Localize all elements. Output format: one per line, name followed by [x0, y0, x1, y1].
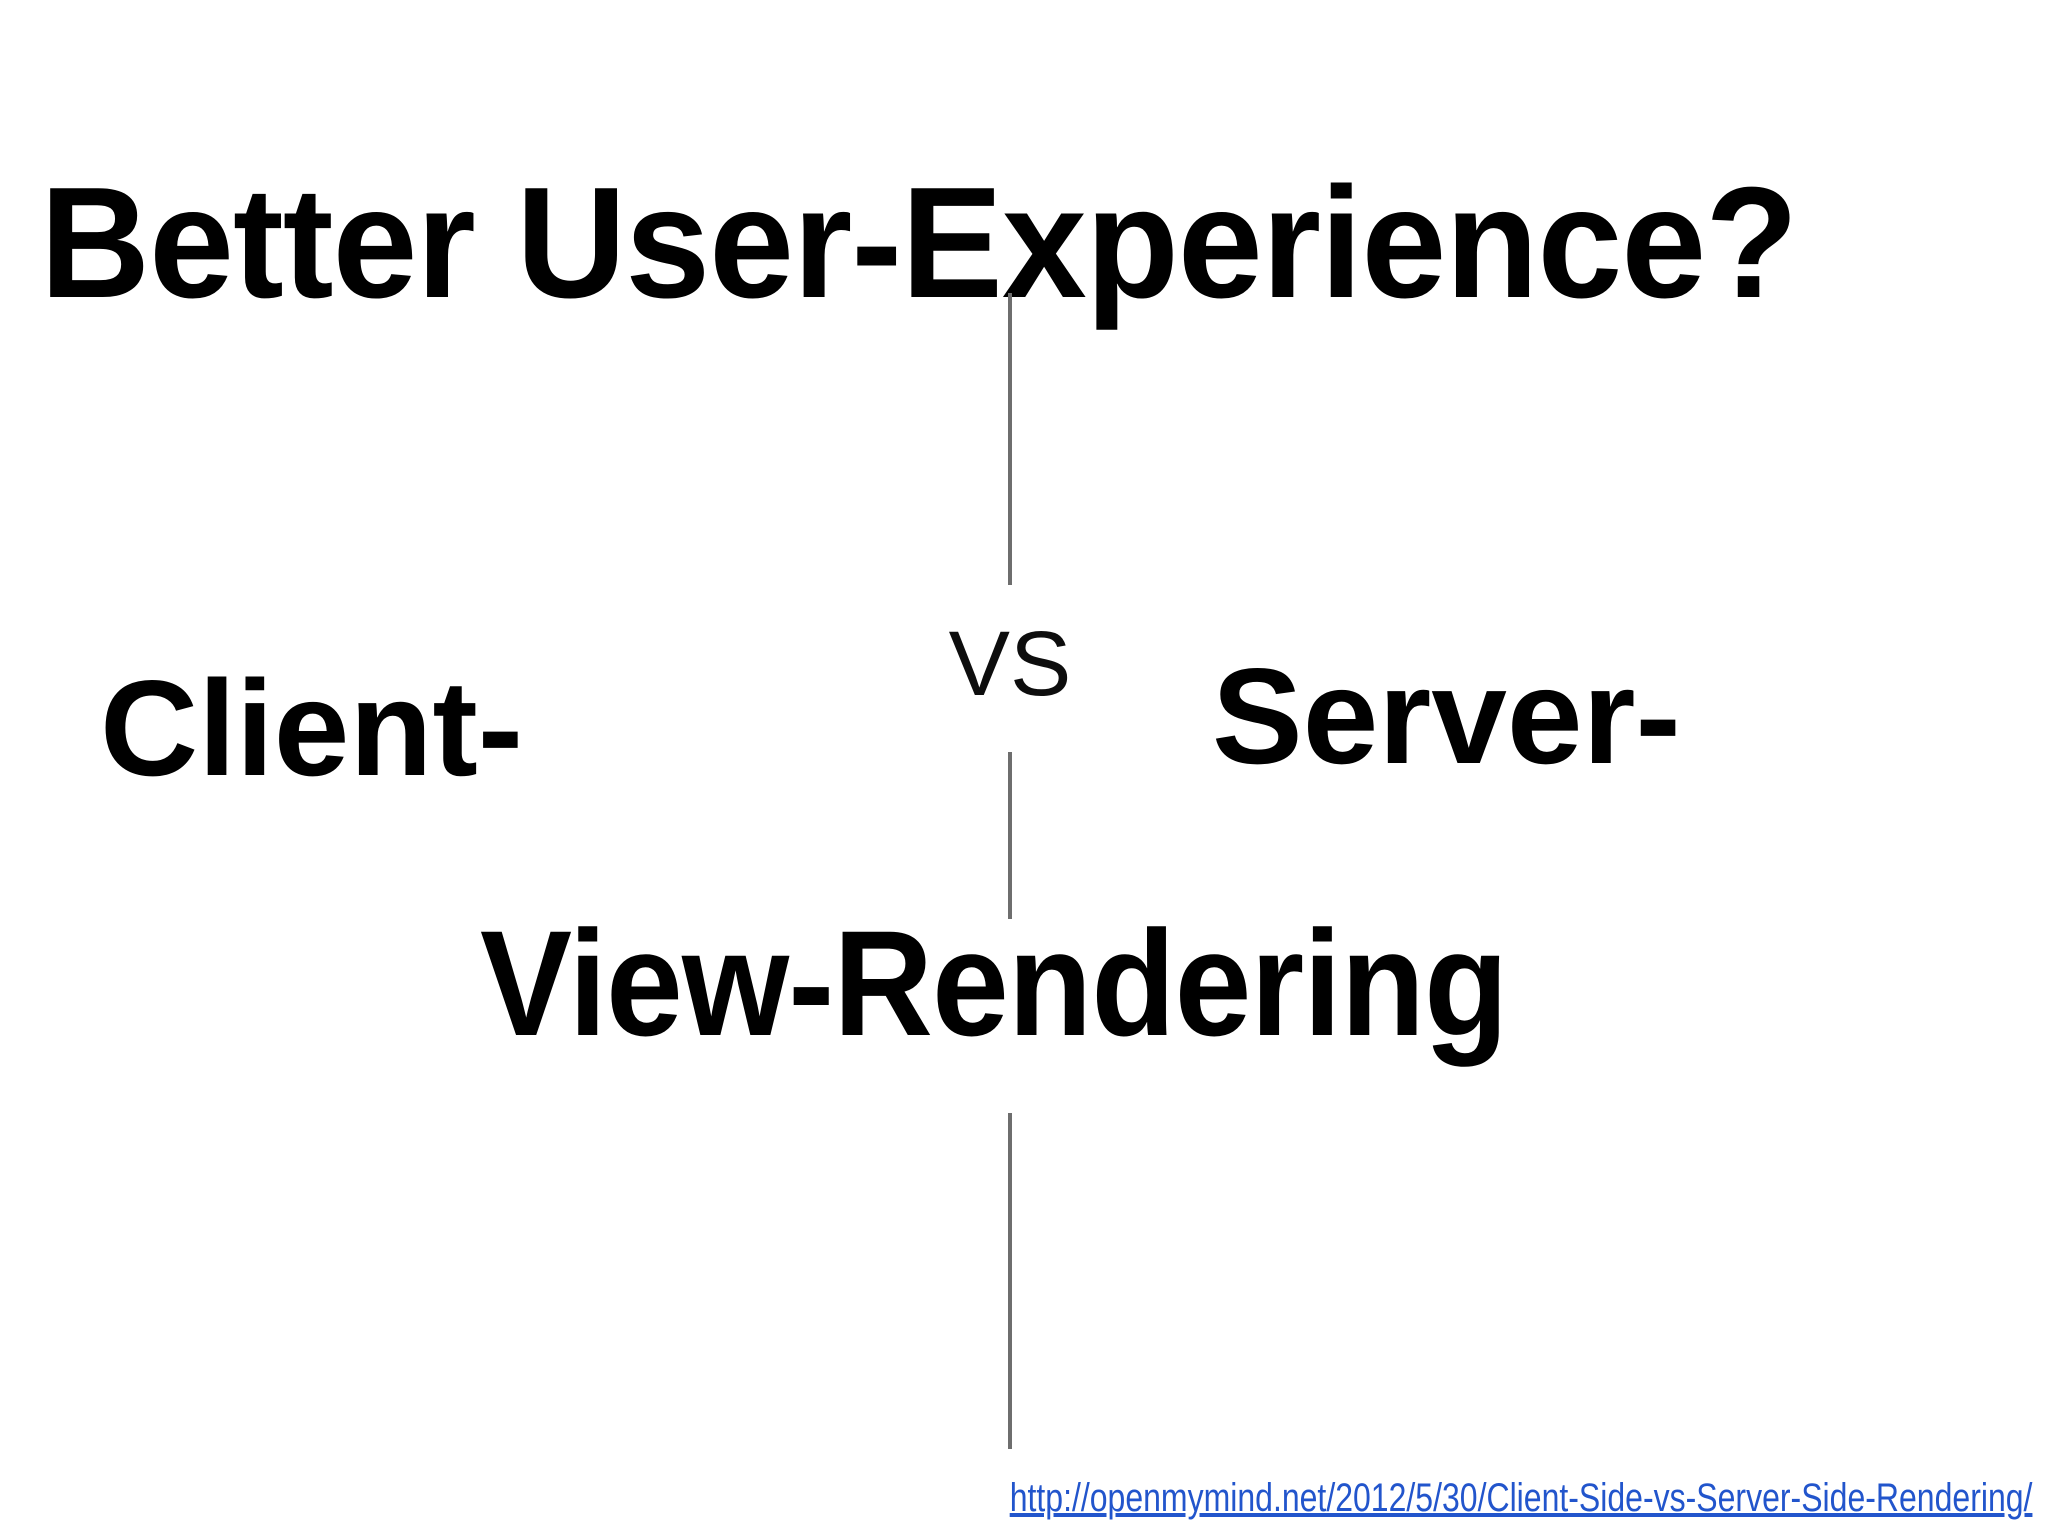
versus-label: VS: [948, 613, 1072, 715]
source-url-link[interactable]: http://openmymind.net/2012/5/30/Client-S…: [1009, 1476, 2032, 1520]
page-title: Better User-Experience?: [40, 154, 1798, 331]
vertical-divider-middle-segment: [1008, 752, 1012, 919]
comparison-left-label: Client-: [100, 652, 524, 804]
vertical-divider-bottom-segment: [1008, 1113, 1012, 1449]
vertical-divider-top-segment: [1008, 293, 1012, 585]
comparison-right-label: Server-: [1212, 640, 1681, 792]
comparison-shared-suffix-label: View-Rendering: [480, 899, 1508, 1067]
